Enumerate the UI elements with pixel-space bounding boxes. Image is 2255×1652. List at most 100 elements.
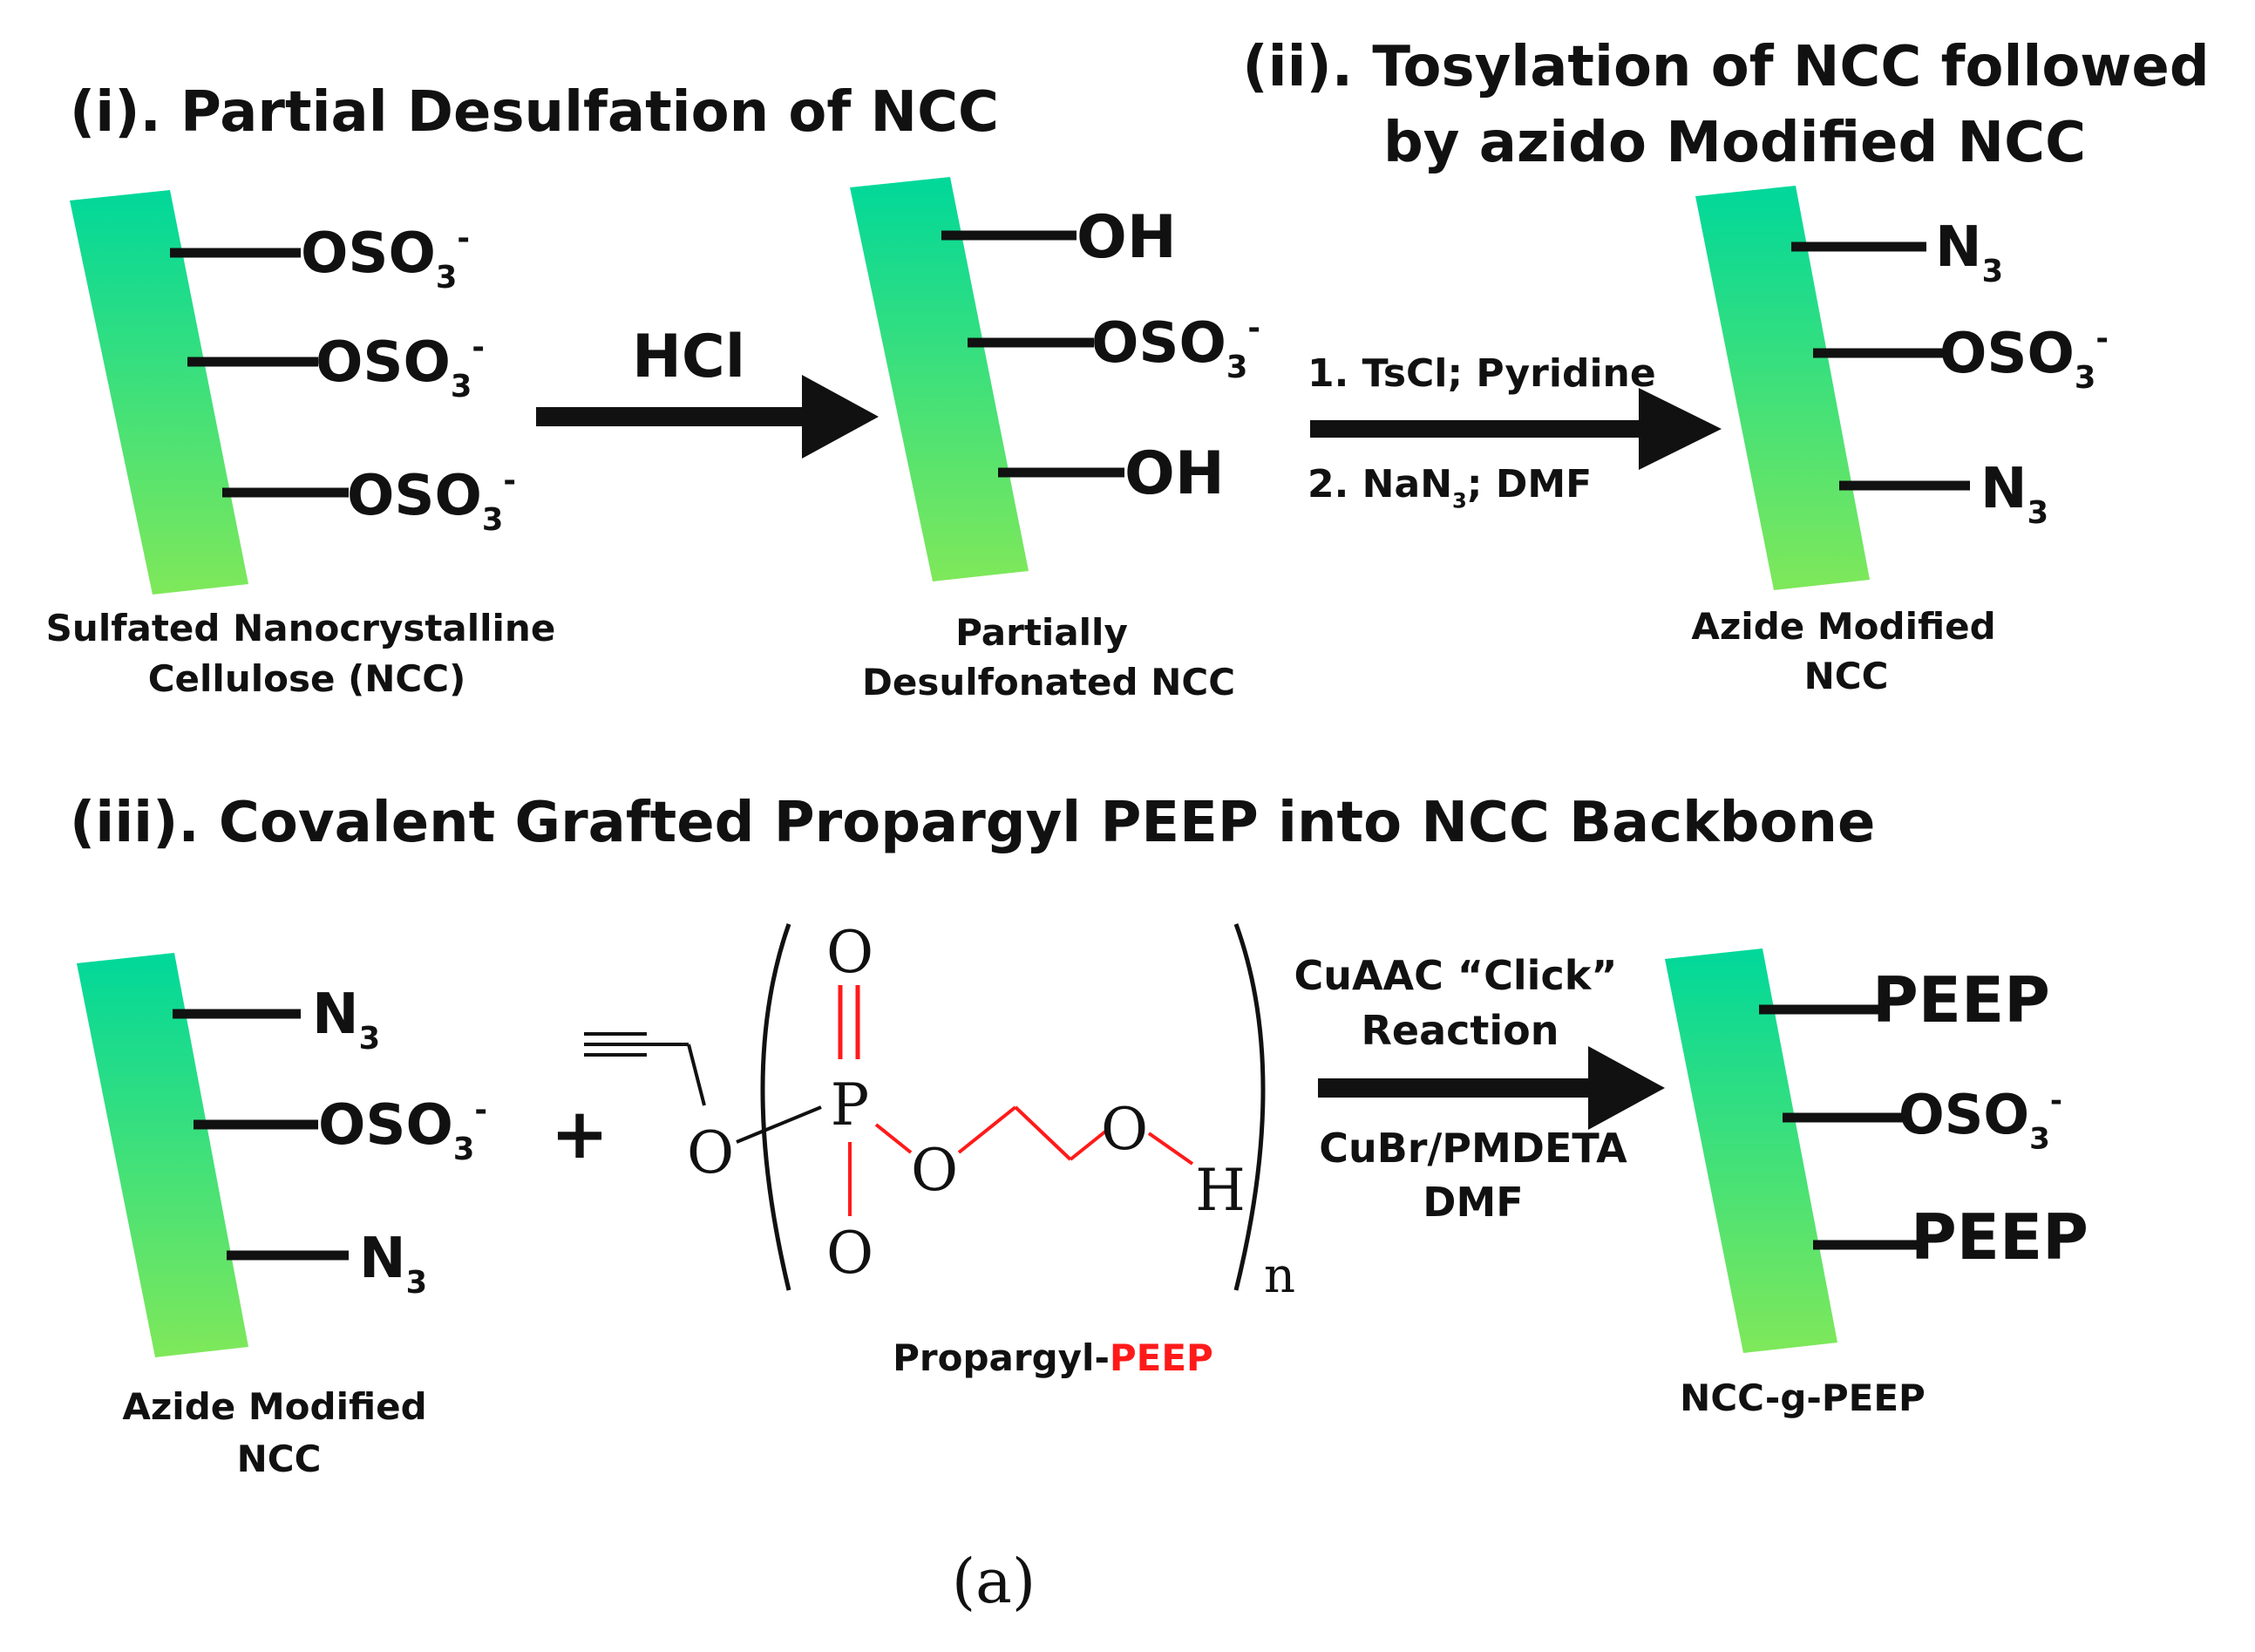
group-char: O xyxy=(1077,203,1127,272)
caption-prefix: Propargyl- xyxy=(893,1336,1110,1379)
group-text: OSO3- xyxy=(301,221,470,296)
atom-o-bottom: O xyxy=(826,1220,873,1287)
group-char: ; xyxy=(1447,351,1463,396)
arrow-head xyxy=(1639,388,1722,470)
group-label: OH xyxy=(1077,203,1177,272)
group-char: d xyxy=(1562,351,1590,396)
ncc-rod-1 xyxy=(70,190,248,595)
group-char xyxy=(1482,462,1495,506)
group-char: n xyxy=(1603,351,1630,396)
group-char: 3 xyxy=(436,260,457,296)
group-char: O xyxy=(435,464,482,528)
group-char: N xyxy=(312,982,359,1047)
repeat-bracket-right xyxy=(1233,923,1266,1291)
repeat-bracket-left xyxy=(760,923,791,1291)
caption-line: NCC xyxy=(237,1438,322,1480)
ncc-rod-4 xyxy=(77,953,248,1357)
reagent-line: Reaction xyxy=(1361,1007,1559,1054)
group-char: O xyxy=(318,1093,365,1158)
group-text: OH xyxy=(1124,439,1225,508)
group-label: OSO3- xyxy=(347,463,516,538)
group-label: OSO3- xyxy=(1898,1083,2062,1156)
atom-o-ester: O xyxy=(911,1137,958,1204)
group-char: O xyxy=(1983,1083,2029,1146)
group-char: y xyxy=(1504,351,1530,396)
group-label: N3 xyxy=(1935,215,2003,289)
group-char: N xyxy=(359,1227,406,1291)
group-char: - xyxy=(472,330,485,365)
group-char xyxy=(1348,351,1362,396)
group-label: PEEP xyxy=(1872,963,2050,1037)
group-label: OSO3- xyxy=(1091,310,1260,385)
group-label: OSO3- xyxy=(316,330,485,405)
group-char: O xyxy=(301,221,348,286)
group-char xyxy=(1348,462,1362,506)
group-char: - xyxy=(2095,321,2109,357)
group-text: OSO3- xyxy=(1939,321,2109,396)
bond xyxy=(957,1105,1017,1154)
group-char: E xyxy=(1919,963,1961,1037)
group-char: F xyxy=(1566,462,1592,506)
group-label: N3 xyxy=(1980,457,2048,531)
panel-label: (a) xyxy=(952,1546,1036,1617)
section-1-title: (i). Partial Desulfation of NCC xyxy=(70,80,999,145)
caption-line: Azide Modified xyxy=(122,1385,426,1428)
bond xyxy=(874,1123,913,1154)
group-char: 3 xyxy=(1982,254,2003,289)
group-char: - xyxy=(503,463,516,499)
bond xyxy=(1069,1130,1107,1161)
group-char: e xyxy=(1630,351,1656,396)
reagent-line: CuAAC “Click” xyxy=(1294,952,1617,999)
group-text: N3 xyxy=(359,1227,427,1301)
group-text: PEEP xyxy=(1911,1200,2089,1274)
group-char: N xyxy=(1420,462,1452,506)
group-char: P xyxy=(1872,963,1919,1037)
group-char: 3 xyxy=(482,502,503,538)
group-char: 2 xyxy=(1307,462,1335,506)
reagent-nan3: 2. NaN3; DMF xyxy=(1307,462,1592,513)
group-text: OSO3- xyxy=(318,1092,487,1167)
group-char: 3 xyxy=(2075,360,2095,396)
group-char: P xyxy=(1476,351,1504,396)
group-char: P xyxy=(1911,1200,1957,1274)
molecule-caption: Propargyl-PEEP xyxy=(893,1336,1213,1379)
arrow-head xyxy=(802,375,879,459)
group-text: OSO3- xyxy=(1898,1083,2062,1156)
group-char: S xyxy=(363,330,403,395)
group-char: O xyxy=(404,330,451,395)
group-char: E xyxy=(1957,1200,2000,1274)
group-char: S xyxy=(365,1093,405,1158)
group-char: 1 xyxy=(1307,351,1335,396)
group-char: O xyxy=(347,464,394,528)
group-label: N3 xyxy=(359,1227,427,1301)
ncc-rod-3 xyxy=(1695,186,1870,590)
ncc-rod-2 xyxy=(850,177,1029,581)
group-text: N3 xyxy=(1980,457,2048,531)
group-text: OSO3- xyxy=(1091,310,1260,385)
group-label: OSO3- xyxy=(1939,321,2109,396)
caption-line: Sulfated Nanocrystalline xyxy=(46,607,556,649)
group-char: O xyxy=(389,221,436,286)
reagent-tscl: 1. TsCl; Pyridine xyxy=(1307,351,1656,396)
repeat-subscript-n: n xyxy=(1264,1247,1295,1304)
group-char: 3 xyxy=(451,369,472,405)
group-char: S xyxy=(1945,1083,1984,1146)
group-char: N xyxy=(1980,457,2027,521)
arrow-head xyxy=(1588,1046,1665,1130)
group-label: OSO3- xyxy=(318,1092,487,1167)
group-text: PEEP xyxy=(1872,963,2050,1037)
group-char: C xyxy=(1406,351,1434,396)
group-char: O xyxy=(1091,311,1138,376)
group-char: - xyxy=(457,221,470,256)
group-label: N3 xyxy=(312,982,380,1057)
group-char: O xyxy=(1939,322,1987,386)
group-char: - xyxy=(474,1092,487,1128)
section-2-title-line: by azido Modified NCC xyxy=(1383,111,2086,175)
group-char: E xyxy=(2000,1200,2042,1274)
bond xyxy=(687,1044,706,1106)
reagent-hcl: HCl xyxy=(632,323,745,391)
group-text: OSO3- xyxy=(316,330,485,405)
group-char: i xyxy=(1549,351,1562,396)
atom-o-double: O xyxy=(826,919,873,986)
group-char: . xyxy=(1335,351,1349,396)
